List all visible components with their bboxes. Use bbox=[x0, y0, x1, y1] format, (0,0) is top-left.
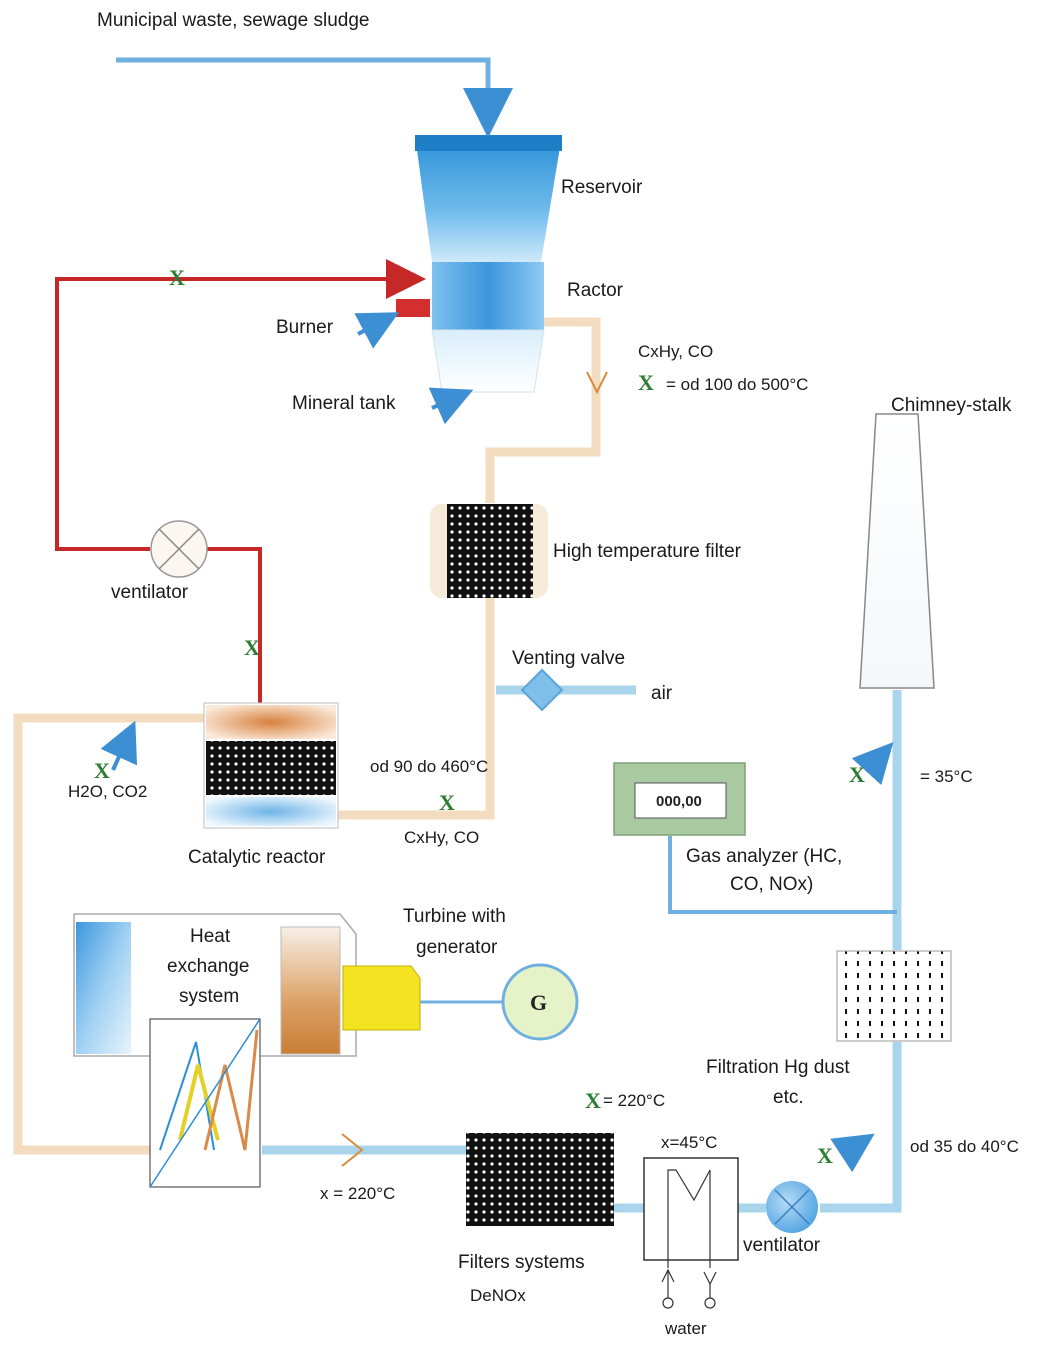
ventilator-bottom bbox=[766, 1181, 818, 1233]
gas-analyzer-label-1: Gas analyzer (HC, bbox=[686, 846, 842, 867]
heat-exchange-system bbox=[73, 913, 357, 1188]
heat-exchange-label-2: exchange bbox=[167, 956, 249, 977]
x-marker-h2o: X bbox=[94, 758, 110, 783]
x-marker-top: X bbox=[638, 370, 654, 395]
gas-analyzer bbox=[613, 762, 746, 836]
analyzer-sample-line bbox=[668, 836, 897, 914]
heat-exchange-label-3: system bbox=[179, 986, 239, 1007]
venting-valve-label: Venting valve bbox=[512, 648, 625, 669]
generator-label: G bbox=[530, 990, 547, 1015]
gas-analyzer-label-2: CO, NOx) bbox=[730, 874, 813, 895]
air-label: air bbox=[651, 683, 673, 704]
temp-top-label: = od 100 do 500°C bbox=[666, 375, 808, 394]
temp-220-top-label: = 220°C bbox=[603, 1091, 665, 1110]
turbine bbox=[342, 965, 503, 1031]
x-marker-catalytic: X bbox=[439, 790, 455, 815]
reactor-outlet-pipe bbox=[485, 317, 601, 503]
turbine-label-1: Turbine with bbox=[403, 906, 506, 927]
venting-valve[interactable] bbox=[520, 668, 564, 712]
process-gas-pipes bbox=[13, 317, 601, 1155]
burner-arrow bbox=[354, 312, 400, 349]
ventilator-bottom-label: ventilator bbox=[743, 1235, 821, 1256]
x-marker-ventilator: X bbox=[817, 1143, 833, 1168]
ventilator-top-label: ventilator bbox=[111, 582, 189, 603]
ventilator-top bbox=[150, 520, 208, 578]
reservoir-label: Reservoir bbox=[561, 177, 643, 198]
filtration-label-2: etc. bbox=[773, 1087, 804, 1108]
filter-to-catalytic-pipe bbox=[338, 595, 495, 820]
reactor bbox=[431, 262, 545, 393]
recirculation-pipe-upper bbox=[55, 259, 426, 551]
x-marker-chimney: X bbox=[849, 762, 865, 787]
temp-35-40-label: od 35 do 40°C bbox=[910, 1137, 1019, 1156]
generator bbox=[501, 963, 579, 1041]
filters-label-2: DeNOx bbox=[470, 1286, 526, 1305]
temp-chimney-label: = 35°C bbox=[920, 767, 973, 786]
filtration-label-1: Filtration Hg dust bbox=[706, 1057, 850, 1078]
high-temperature-filter bbox=[430, 504, 548, 598]
h2o-co2-label: H2O, CO2 bbox=[68, 782, 147, 801]
filters-denox bbox=[466, 1133, 614, 1226]
ventilator-to-chimney-pipe bbox=[820, 1042, 902, 1213]
mineral-tank-label: Mineral tank bbox=[292, 393, 396, 414]
burner-label: Burner bbox=[276, 317, 334, 338]
recirculation-loop bbox=[55, 259, 426, 703]
x-marker-220: X bbox=[585, 1088, 601, 1113]
reservoir bbox=[415, 135, 562, 262]
recirculation-pipe bbox=[207, 547, 262, 703]
x-marker-recirculation: X bbox=[169, 265, 185, 290]
chimney-label: Chimney-stalk bbox=[891, 395, 1012, 416]
gas-top-label: CxHy, CO bbox=[638, 342, 713, 361]
burner bbox=[396, 299, 430, 317]
filters-label-1: Filters systems bbox=[458, 1252, 585, 1273]
gas-bottom-label: CxHy, CO bbox=[404, 828, 479, 847]
temp-catalytic-label: od 90 do 460°C bbox=[370, 757, 488, 776]
x-marker-red-loop: X bbox=[244, 635, 260, 660]
filtration-hg-dust bbox=[836, 950, 952, 1042]
catalytic-reactor bbox=[203, 702, 339, 829]
flow-chevron-bottom bbox=[341, 1133, 364, 1167]
mineral-tank-arrow bbox=[428, 387, 474, 425]
input-feed-pipe bbox=[116, 57, 491, 130]
input-label: Municipal waste, sewage sludge bbox=[97, 10, 370, 31]
flow-chevron-top bbox=[586, 371, 608, 395]
h2o-co2-arrow bbox=[100, 720, 138, 771]
analyzer-display: 000,00 bbox=[656, 793, 702, 810]
temp-220-bottom-label: x = 220°C bbox=[320, 1184, 395, 1203]
temp-45-label: x=45°C bbox=[661, 1133, 717, 1152]
reactor-label: Ractor bbox=[567, 280, 624, 301]
chimney-inlet-arrow bbox=[851, 742, 894, 786]
chimney-stalk bbox=[859, 413, 935, 689]
ht-filter-label: High temperature filter bbox=[553, 541, 742, 562]
ventilator-outlet-arrow bbox=[830, 1133, 875, 1173]
catalytic-to-heat-exchanger-pipe bbox=[13, 713, 205, 1155]
water-label: water bbox=[664, 1319, 707, 1338]
turbine-label-2: generator bbox=[416, 937, 498, 958]
water-cooler bbox=[643, 1157, 739, 1309]
catalytic-reactor-label: Catalytic reactor bbox=[188, 847, 326, 868]
heat-exchange-label-1: Heat bbox=[190, 926, 231, 947]
